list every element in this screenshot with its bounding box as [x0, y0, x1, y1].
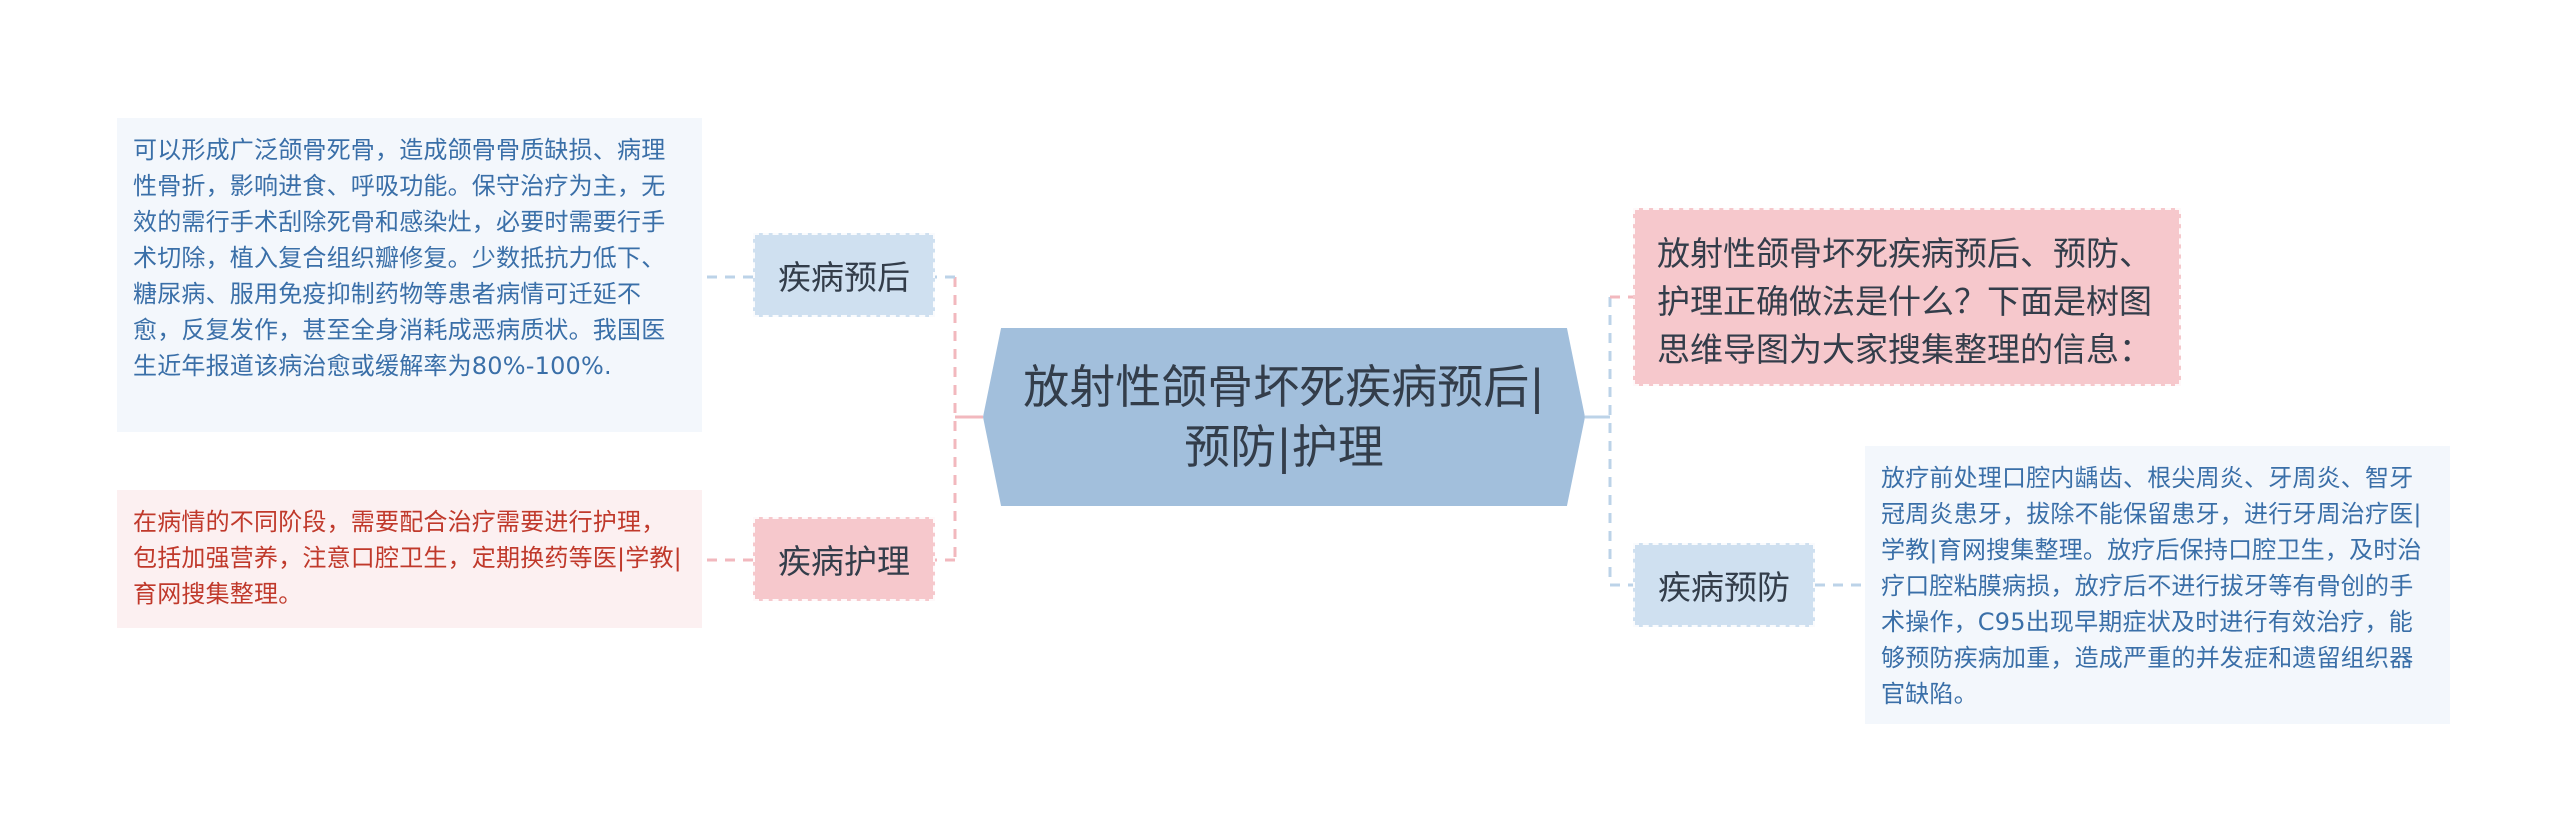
root-hexagon-background — [983, 328, 1585, 506]
branch-prevention[interactable]: 疾病预防 — [1633, 543, 1815, 627]
branch-nursing[interactable]: 疾病护理 — [753, 517, 935, 601]
nursing-note-text: 在病情的不同阶段，需要配合治疗需要进行护理，包括加强营养，注意口腔卫生，定期换药… — [133, 508, 682, 608]
branch-prognosis-label: 疾病预后 — [778, 258, 910, 297]
root-title: 放射性颌骨坏死疾病预后|预防|护理 — [1023, 360, 1545, 474]
prevention-note-text: 放疗前处理口腔内龋齿、根尖周炎、牙周炎、智牙冠周炎患牙，拔除不能保留患牙，进行牙… — [1881, 464, 2422, 708]
branch-prevention-label: 疾病预防 — [1658, 568, 1790, 607]
root-topic[interactable]: 放射性颌骨坏死疾病预后|预防|护理 — [983, 328, 1585, 506]
nursing-note: 在病情的不同阶段，需要配合治疗需要进行护理，包括加强营养，注意口腔卫生，定期换药… — [117, 490, 702, 628]
prognosis-note-text: 可以形成广泛颌骨死骨，造成颌骨骨质缺损、病理性骨折，影响进食、呼吸功能。保守治疗… — [133, 136, 666, 380]
prevention-note: 放疗前处理口腔内龋齿、根尖周炎、牙周炎、智牙冠周炎患牙，拔除不能保留患牙，进行牙… — [1865, 446, 2450, 724]
branch-nursing-label: 疾病护理 — [778, 542, 910, 581]
prognosis-note: 可以形成广泛颌骨死骨，造成颌骨骨质缺损、病理性骨折，影响进食、呼吸功能。保守治疗… — [117, 118, 702, 432]
intro-text: 放射性颌骨坏死疾病预后、预防、护理正确做法是什么？下面是树图思维导图为大家搜集整… — [1657, 234, 2152, 369]
intro-topic[interactable]: 放射性颌骨坏死疾病预后、预防、护理正确做法是什么？下面是树图思维导图为大家搜集整… — [1633, 208, 2181, 386]
branch-prognosis[interactable]: 疾病预后 — [753, 233, 935, 317]
